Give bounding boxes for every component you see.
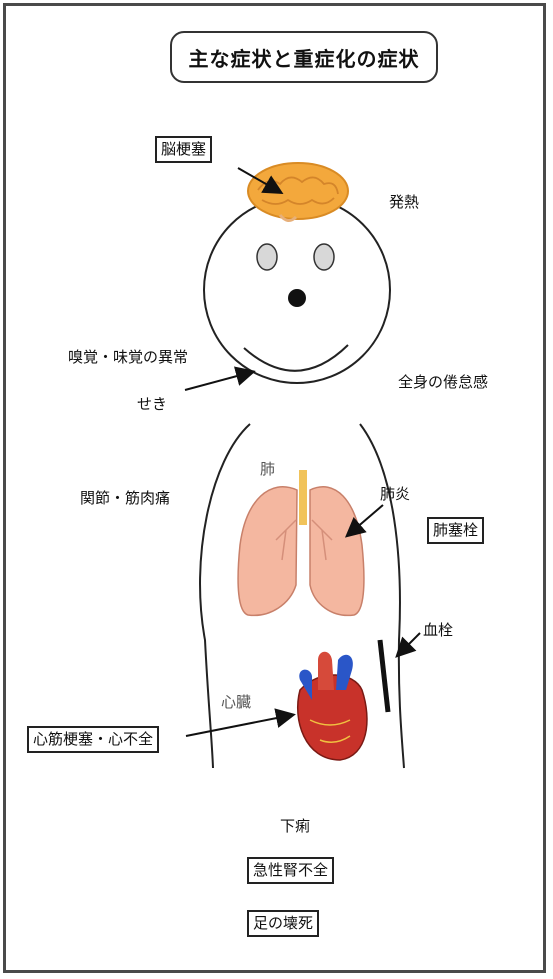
- arrow-icon: [186, 715, 292, 736]
- label-thrombus: 血栓: [423, 623, 453, 638]
- label-brain-infarction: 脳梗塞: [155, 136, 212, 163]
- nose: [288, 289, 306, 307]
- label-acute-renal-failure: 急性腎不全: [247, 857, 334, 884]
- arrow-icon: [398, 633, 420, 655]
- page-title: 主な症状と重症化の症状: [170, 31, 438, 83]
- label-joint-muscle-pain: 関節・筋肉痛: [80, 491, 170, 506]
- label-foot-necrosis: 足の壊死: [247, 910, 319, 937]
- label-smell-taste: 嗅覚・味覚の異常: [68, 350, 188, 365]
- right-eye: [314, 244, 334, 270]
- brain-icon: [248, 163, 348, 221]
- heart-icon: [298, 652, 367, 760]
- thrombus-bar: [380, 640, 388, 712]
- label-mi-heart-failure: 心筋梗塞・心不全: [27, 726, 159, 753]
- label-lung: 肺: [260, 462, 275, 477]
- label-fatigue: 全身の倦怠感: [398, 375, 488, 390]
- left-eye: [257, 244, 277, 270]
- label-pulmonary-embolism: 肺塞栓: [427, 517, 484, 544]
- lung-icon: [238, 470, 364, 615]
- arrow-icon: [185, 372, 252, 390]
- label-diarrhea: 下痢: [280, 819, 310, 834]
- label-heart: 心臓: [221, 695, 251, 710]
- label-fever: 発熱: [389, 195, 419, 210]
- label-pneumonia: 肺炎: [380, 487, 410, 502]
- label-cough: せき: [137, 397, 167, 412]
